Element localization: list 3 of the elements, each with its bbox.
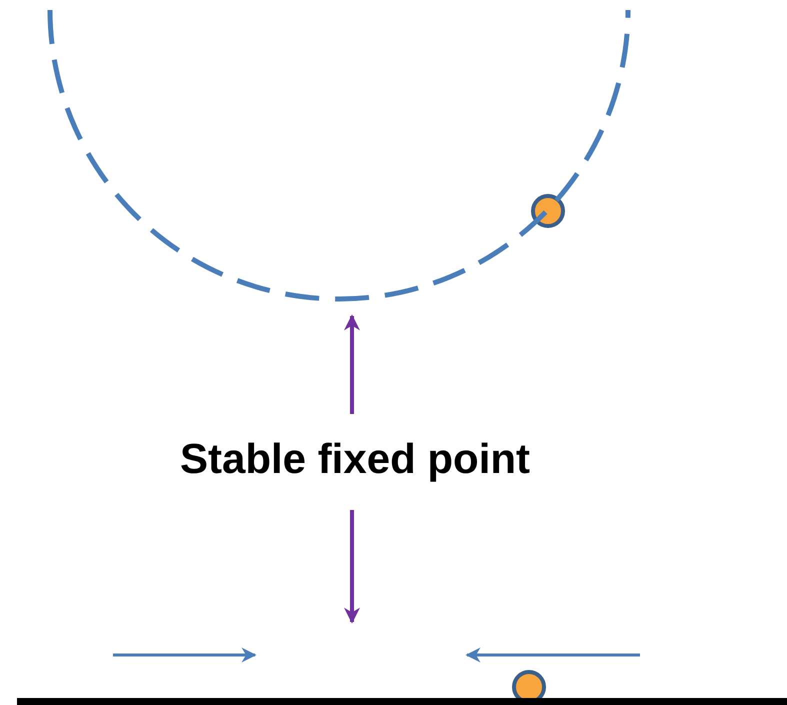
arrow: [344, 510, 360, 624]
arrow: [344, 314, 360, 414]
heading-label: Stable fixed point: [180, 435, 530, 483]
